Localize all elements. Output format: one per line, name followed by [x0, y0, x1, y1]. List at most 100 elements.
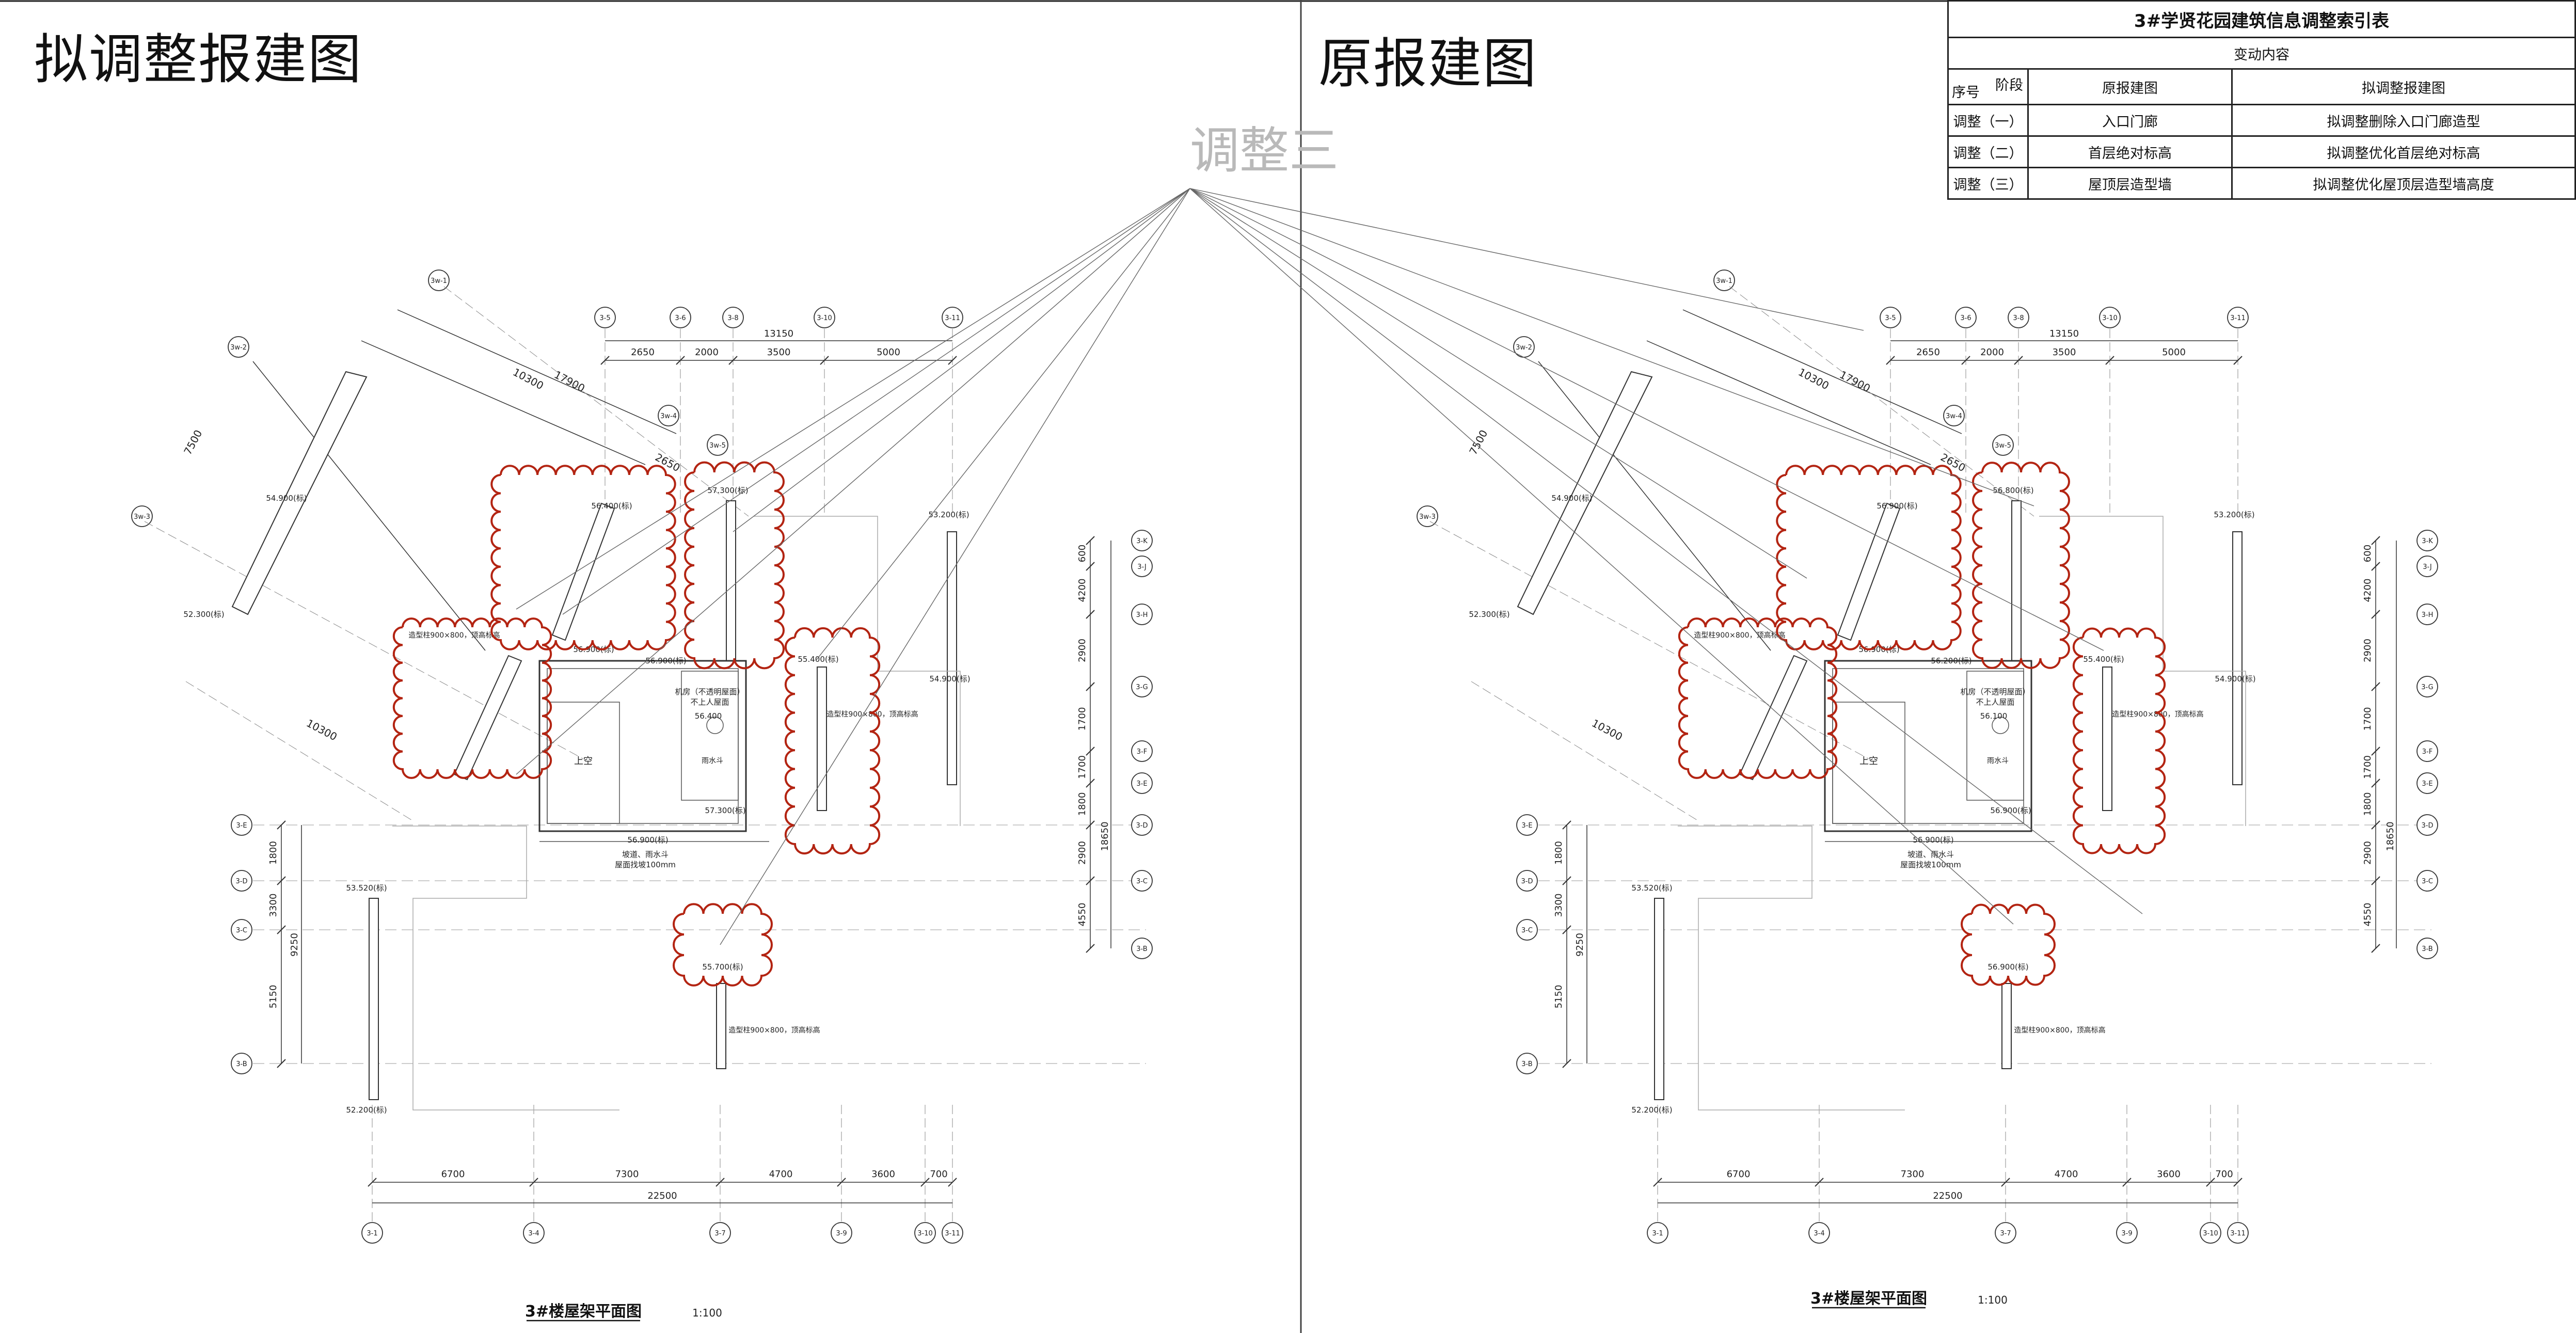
top-dim-tick	[2014, 356, 2023, 365]
right-axis-bubble	[2416, 938, 2438, 959]
top-dim-value: 3500	[767, 347, 791, 358]
right-dim-tick	[1086, 682, 1095, 691]
revision-cloud	[784, 627, 881, 855]
bottom-dim-tick	[1815, 1178, 1824, 1187]
revision-cloud	[1678, 617, 1838, 779]
right-axis-bubble-label: 3-F	[2422, 748, 2432, 756]
right-axis-bubble	[1131, 556, 1153, 577]
right-dim-value: 600	[1077, 545, 1088, 562]
left-dim-value: 1800	[268, 841, 279, 865]
right-dim-value: 4550	[1077, 903, 1088, 927]
bottom-dim-tick	[948, 1178, 957, 1187]
top-dim-tick	[728, 356, 738, 365]
bottom-axis-bubble-label: 3-1	[1652, 1230, 1663, 1237]
left-axis-bubble-label: 3-D	[236, 878, 248, 885]
original-drawing-title: 原报建图	[1318, 32, 1538, 95]
right-axis-bubble-label: 3-H	[1136, 611, 1148, 619]
diag-axis-bubble-label: 3w-3	[134, 513, 150, 521]
left-dim-tick	[1562, 876, 1571, 885]
parapet-wall	[1517, 371, 1653, 615]
row-proposed: 拟调整删除入口门廊造型	[2231, 104, 2576, 137]
right-axis-bubble	[1131, 870, 1153, 892]
bottom-axis-bubble	[1808, 1222, 1830, 1244]
bottom-axis-bubble	[1647, 1222, 1668, 1244]
top-axis-bubble-label: 3-8	[2013, 314, 2024, 322]
elevation-label: 56.400	[695, 711, 722, 721]
elevation-label: 53.520(标)	[1631, 883, 1672, 893]
elevation-label: 56.900(标)	[1877, 501, 1917, 511]
table-row: 调整（三） 屋顶层造型墙 拟调整优化屋顶层造型墙高度	[1947, 167, 2576, 200]
left-dim-value: 3300	[268, 894, 279, 917]
top-dim-tick	[948, 356, 957, 365]
elevation-label: 56.900(标)	[1858, 645, 1899, 654]
bottom-dim-tick	[529, 1178, 538, 1187]
left-axis-bubble-label: 3-E	[236, 822, 247, 830]
left-dim-value: 5150	[268, 985, 279, 1009]
bottom-axis-bubble	[942, 1222, 963, 1244]
top-dim-tick	[600, 356, 610, 365]
diag-axis-bubble-label: 3w-4	[1946, 412, 1962, 420]
elevation-label: 52.200(标)	[346, 1105, 387, 1115]
bottom-axis-bubble	[709, 1222, 731, 1244]
diag-dim-line	[361, 340, 646, 465]
left-dim-value: 3300	[1553, 894, 1564, 917]
row-original: 首层绝对标高	[2027, 135, 2233, 168]
left-axis-bubble-label: 3-C	[1521, 927, 1533, 934]
bottom-axis-bubble-label: 3-10	[2203, 1230, 2218, 1237]
note-text: 造型柱900×800，顶高标高	[826, 710, 918, 719]
top-dim-tick	[2233, 356, 2243, 365]
diag-axis-bubble-label: 3w-5	[709, 442, 726, 450]
top-axis-bubble-label: 3-8	[727, 314, 738, 322]
right-axis-bubble	[1131, 530, 1153, 551]
table-title-row: 3#学贤花园建筑信息调整索引表	[1947, 0, 2576, 38]
right-dim-tick	[1086, 876, 1095, 885]
revision-cloud	[490, 465, 676, 650]
top-axis-bubble	[814, 307, 835, 328]
top-axis-bubble-label: 3-10	[817, 314, 832, 322]
right-axis-bubble-label: 3-E	[1136, 780, 1147, 788]
bottom-dim-value: 7300	[615, 1169, 639, 1180]
elevation-label: 53.200(标)	[2214, 510, 2254, 519]
diag-axis-bubble	[428, 269, 450, 291]
right-dim-value: 2900	[1077, 841, 1088, 865]
top-total-value: 13150	[764, 328, 793, 339]
right-dim-tick	[1086, 747, 1095, 756]
pointer-line	[1189, 188, 2034, 506]
diag-axis-bubble	[658, 405, 679, 426]
right-dim-tick	[2371, 682, 2380, 691]
note-text: 造型柱900×800，顶高标高	[408, 631, 500, 640]
elevation-label: 52.200(标)	[1631, 1105, 1672, 1115]
right-axis-bubble-label: 3-B	[2422, 945, 2432, 953]
top-axis-bubble	[2008, 307, 2029, 328]
machine-room-label: 机房（不透明屋面）	[1960, 687, 2030, 696]
pointer-line	[516, 188, 1190, 775]
diag-axis-bubble-label: 3w-4	[660, 412, 677, 420]
left-dim-value: 1800	[1553, 841, 1564, 865]
bottom-axis-bubble-label: 3-4	[1814, 1230, 1824, 1237]
right-dim-value: 4200	[2362, 579, 2373, 602]
machine-room-sublabel: 不上人屋面	[1976, 697, 2014, 707]
adjustment-index-table: 3#学贤花园建筑信息调整索引表 变动内容 阶段 序号 原报建图 拟调整报建图 调…	[1947, 0, 2576, 200]
top-axis-bubble	[594, 307, 616, 328]
building-outline	[1678, 826, 1905, 1110]
right-dim-value: 1800	[1077, 792, 1088, 816]
top-axis-bubble	[722, 307, 744, 328]
bottom-dim-tick	[837, 1178, 846, 1187]
bottom-total-value: 22500	[647, 1191, 677, 1201]
revision-cloud	[1776, 465, 1962, 650]
bottom-axis-bubble-label: 3-1	[367, 1230, 377, 1237]
left-axis-bubble	[1516, 919, 1538, 941]
right-axis-bubble-label: 3-H	[2422, 611, 2434, 619]
bottom-axis-bubble-label: 3-4	[528, 1230, 539, 1237]
bottom-dim-value: 3600	[2157, 1169, 2181, 1180]
left-axis-bubble-label: 3-B	[1521, 1060, 1532, 1068]
right-axis-bubble	[1131, 938, 1153, 959]
top-dim-tick	[820, 356, 829, 365]
right-axis-bubble	[1131, 604, 1153, 625]
row-original: 入口门廊	[2027, 104, 2233, 137]
pointer-line	[516, 188, 1190, 610]
machine-room-sublabel: 不上人屋面	[690, 697, 729, 707]
column-wall	[947, 531, 957, 785]
